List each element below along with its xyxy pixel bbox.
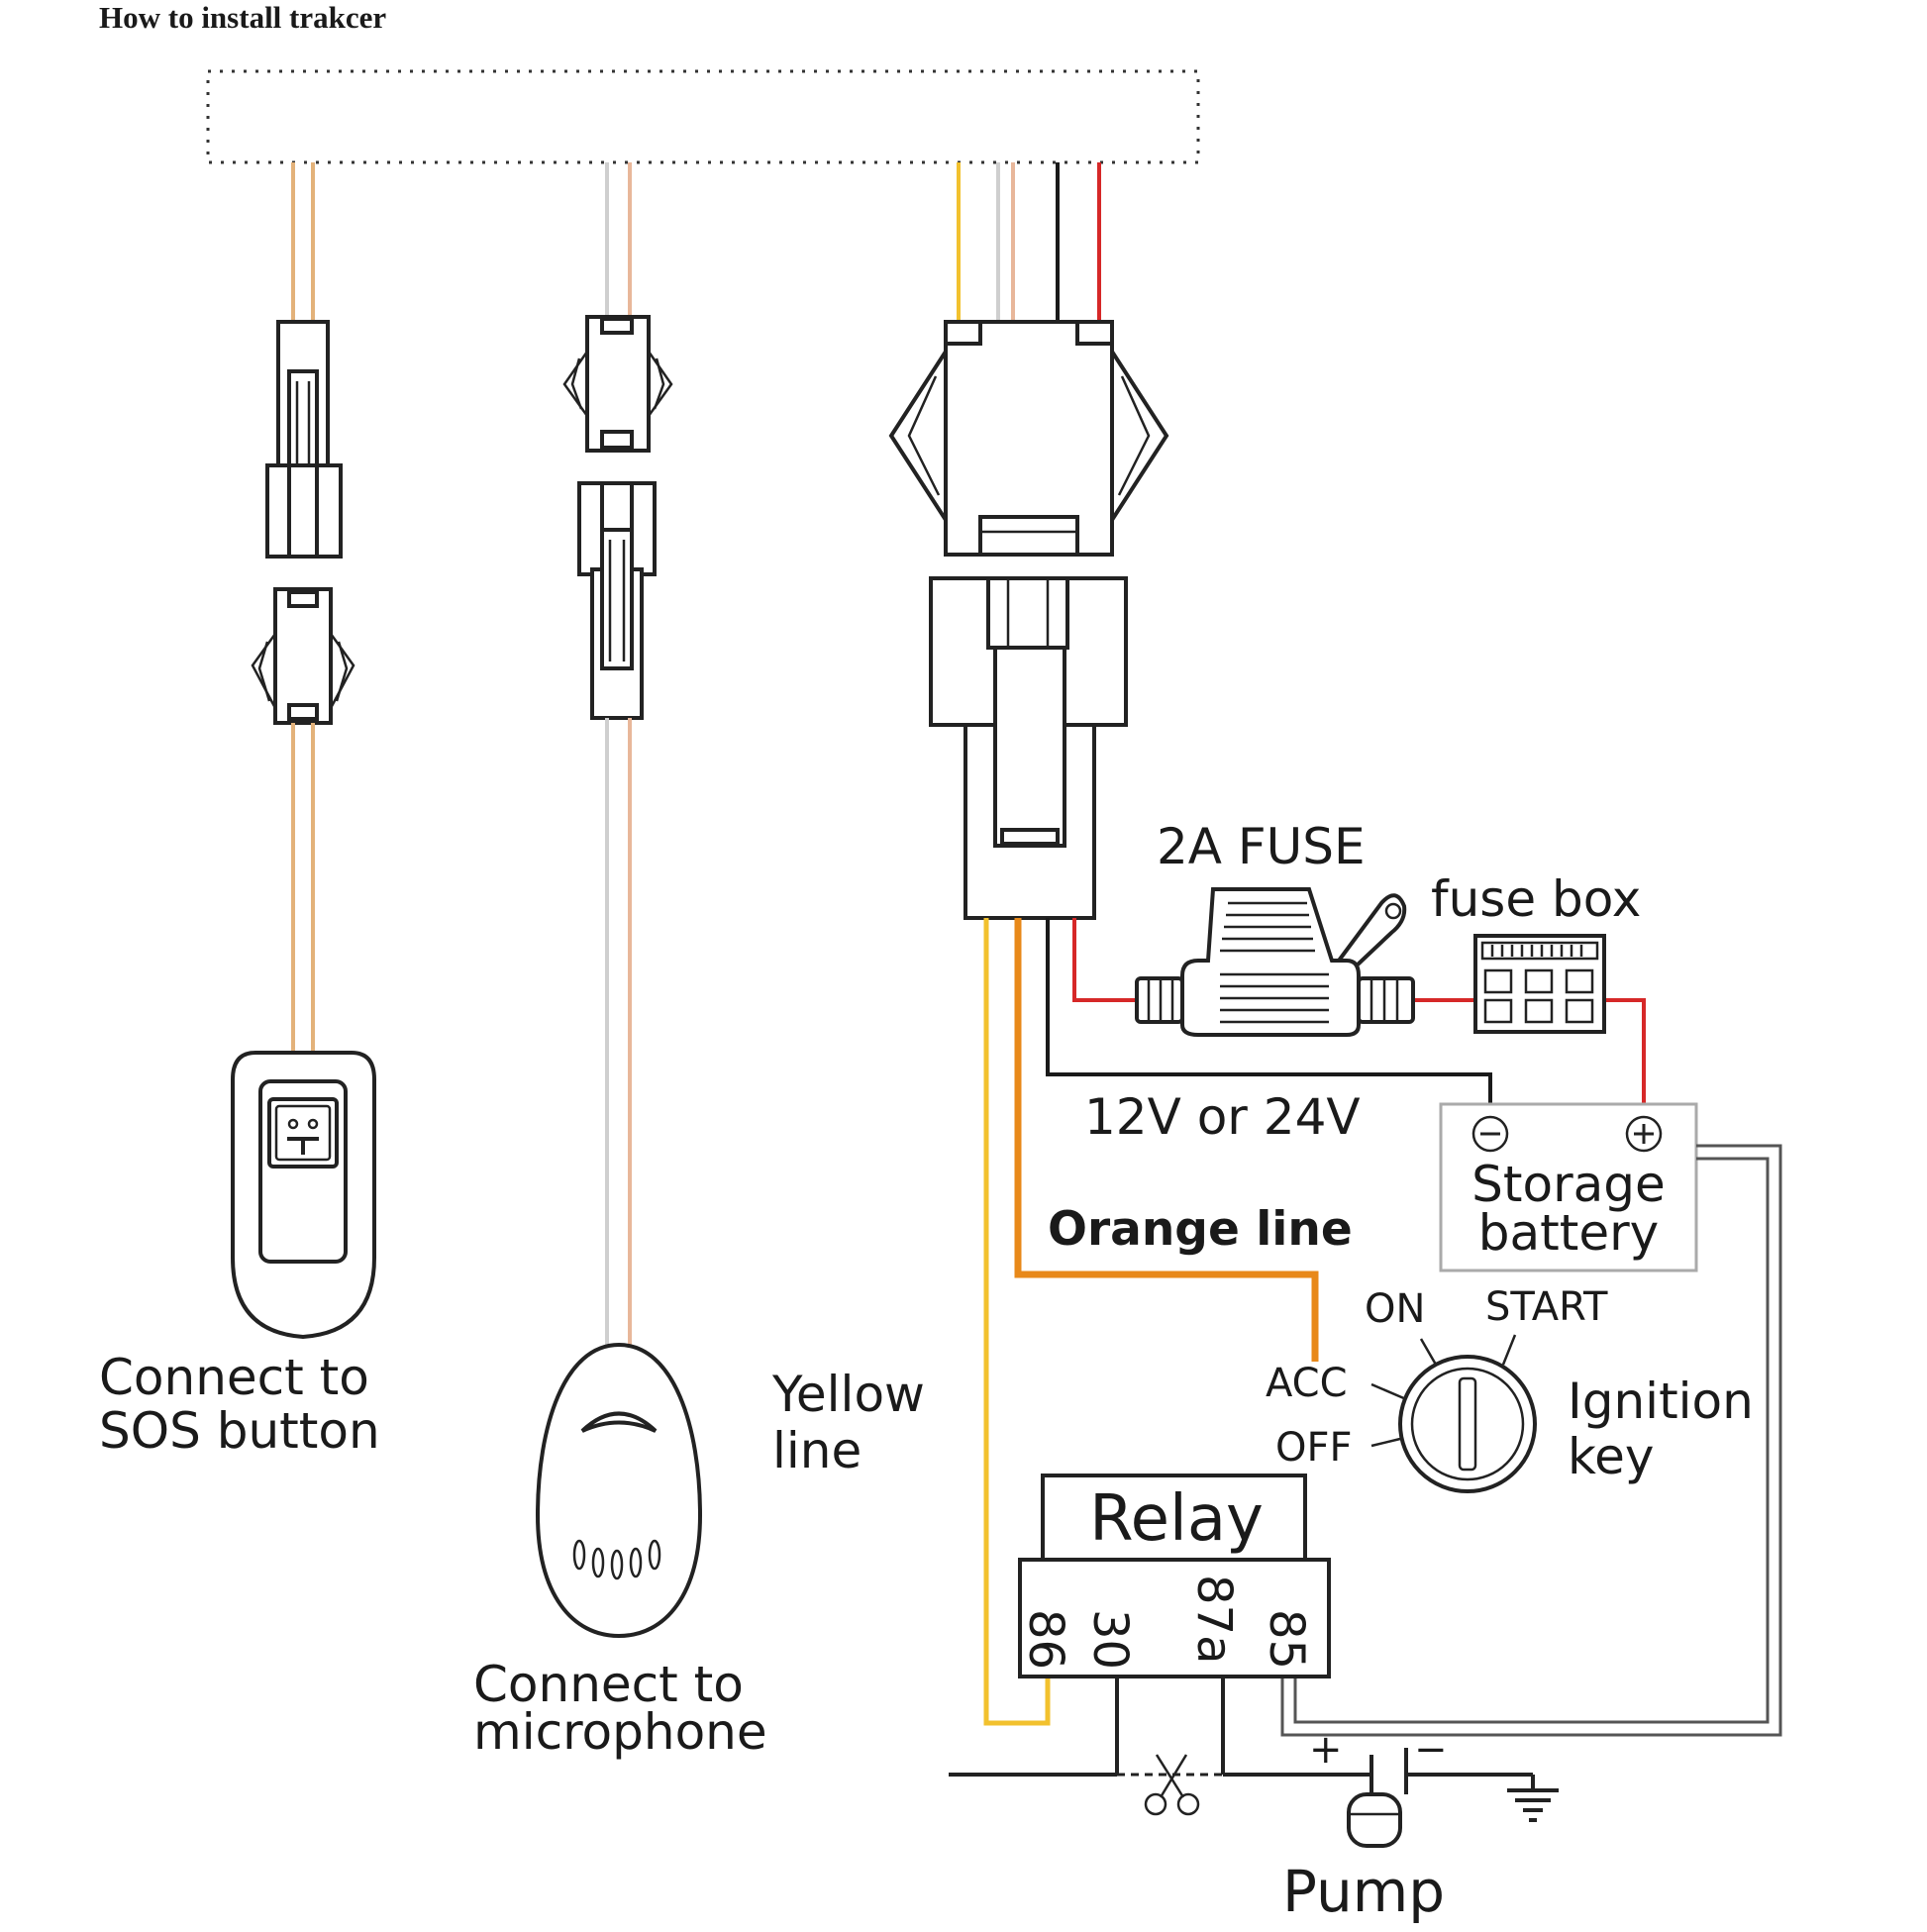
yellow-wire-to-relay — [983, 918, 1051, 1726]
pump-minus-sign: − — [1414, 1727, 1448, 1773]
red-wire-box-to-battery — [1604, 998, 1646, 1104]
mic-branch: Connect to microphone — [473, 162, 767, 1761]
relay-pin-85: 85 — [1259, 1609, 1314, 1670]
fuse-2a — [1135, 887, 1415, 1037]
sos-connector-female — [265, 320, 343, 559]
relay: Relay 86 30 87a 85 — [1018, 1474, 1331, 1678]
yellow-line-label-line2: line — [772, 1422, 862, 1479]
pump-label: Pump — [1282, 1858, 1445, 1925]
battery-to-relay-wire-inner — [1293, 1157, 1770, 1724]
pump-plus-sign: + — [1309, 1727, 1343, 1773]
ignition-start-label: START — [1485, 1284, 1608, 1330]
microphone-device — [535, 1342, 703, 1639]
sos-connector-male — [251, 587, 355, 725]
diagram-title: How to install trakcer — [99, 0, 386, 35]
sos-label-line1: Connect to — [99, 1349, 369, 1406]
sos-key-icon — [267, 1097, 339, 1169]
sos-label-line2: SOS button — [99, 1402, 380, 1460]
relay-pin-86: 86 — [1018, 1609, 1073, 1670]
ground-icon — [1507, 1775, 1559, 1822]
storage-battery: Storage battery — [1439, 1102, 1698, 1272]
sos-button-device — [231, 1051, 376, 1340]
main-harness — [888, 162, 1646, 1726]
battery-label-line2: battery — [1478, 1204, 1660, 1262]
ignition-label-line1: Ignition — [1568, 1373, 1754, 1430]
battery-to-relay-wire-outer — [1280, 1144, 1782, 1737]
ignition-label-line2: key — [1568, 1428, 1655, 1485]
relay-pin-30: 30 — [1082, 1609, 1138, 1670]
pump-circuit: + − Pump — [949, 1677, 1559, 1925]
pump-device — [1347, 1748, 1408, 1848]
voltage-label: 12V or 24V — [1084, 1088, 1361, 1146]
mic-label-line1: Connect to — [473, 1656, 744, 1713]
main-connector-male — [929, 576, 1128, 920]
relay-label: Relay — [1089, 1482, 1264, 1556]
orange-line-label: Orange line — [1048, 1202, 1353, 1257]
red-wire-to-fuse — [1072, 918, 1137, 1002]
mic-connector-male — [562, 315, 673, 453]
mic-connector-female — [577, 481, 657, 720]
ignition-key — [1370, 1334, 1537, 1493]
relay-pin-87a: 87a — [1186, 1575, 1242, 1665]
black-wire-to-battery — [1046, 918, 1492, 1104]
fuse-box-label: fuse box — [1431, 870, 1641, 928]
ignition-acc-label: ACC — [1266, 1361, 1348, 1406]
sos-branch: Connect to SOS button — [99, 162, 380, 1460]
mic-label-line2: microphone — [473, 1703, 767, 1761]
battery-minus-terminal — [1471, 1115, 1509, 1153]
ignition-off-label: OFF — [1275, 1425, 1353, 1471]
ignition-on-label: ON — [1365, 1286, 1425, 1332]
cut-wire-scissors-icon — [1144, 1754, 1200, 1816]
tracker-device-outline — [206, 69, 1200, 164]
battery-label-line1: Storage — [1471, 1156, 1666, 1213]
battery-plus-terminal — [1625, 1115, 1663, 1153]
yellow-line-label-line1: Yellow — [771, 1366, 925, 1423]
fuse-label: 2A FUSE — [1157, 818, 1366, 875]
main-connector-female — [888, 320, 1169, 557]
fuse-box-device — [1473, 934, 1606, 1034]
orange-wire-to-acc — [1014, 918, 1319, 1362]
